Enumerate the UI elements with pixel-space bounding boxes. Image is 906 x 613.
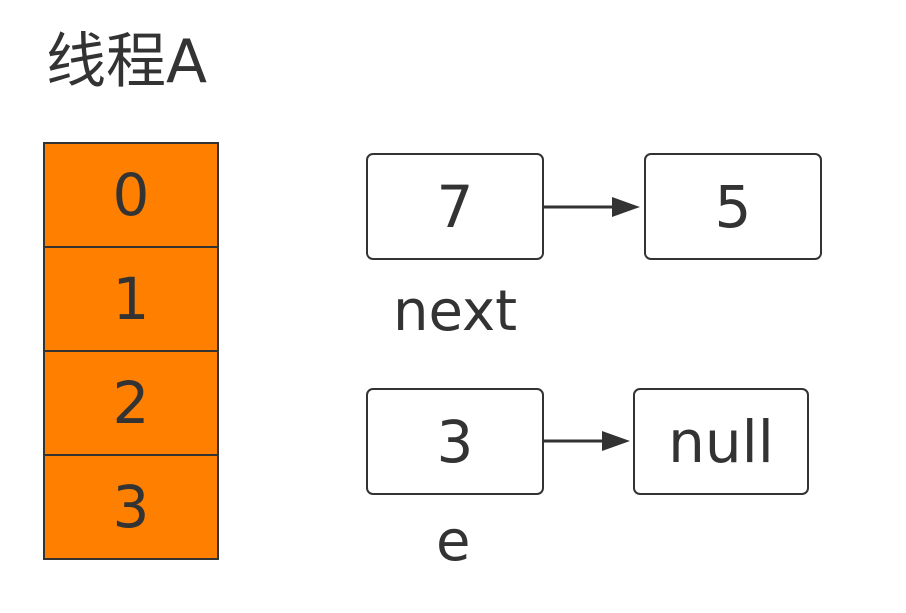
thread-title: 线程A <box>46 27 208 97</box>
array-cell-1: 1 <box>45 248 217 352</box>
array-cell-0: 0 <box>45 144 217 248</box>
arrow-3-to-null <box>544 431 630 451</box>
arrow-7-to-5 <box>544 197 640 217</box>
next-pointer-label: next <box>393 279 518 344</box>
hash-array: 0 1 2 3 <box>43 142 219 560</box>
array-cell-2: 2 <box>45 352 217 456</box>
array-cell-3: 3 <box>45 456 217 558</box>
e-list-node-first: 3 <box>366 388 544 495</box>
next-list-node-second: 5 <box>644 153 822 260</box>
e-pointer-label: e <box>436 509 471 574</box>
next-list-node-first: 7 <box>366 153 544 260</box>
e-list-node-null: null <box>633 388 809 495</box>
